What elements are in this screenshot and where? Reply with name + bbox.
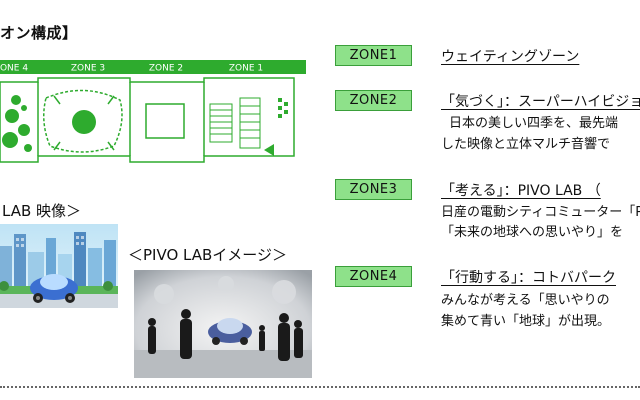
- plan-zone1-label: ZONE 1: [229, 64, 263, 74]
- zone1-badge: ZONE1: [335, 45, 412, 66]
- zone3-desc-line1: 日産の電動シティコミューター「PIVO: [441, 205, 640, 220]
- pivo-lab-image: [134, 270, 312, 378]
- lab-video-caption: LAB 映像＞: [2, 202, 82, 220]
- visitor-silhouettes: [148, 309, 303, 361]
- plan-zone3-dome: [43, 89, 123, 153]
- pivo-lab-image-caption: ＜PIVO LABイメージ＞: [128, 246, 287, 264]
- plan-zone1-seating: [209, 97, 261, 149]
- plan-zone3-label: ZONE 3: [71, 64, 105, 74]
- bottom-divider: [0, 386, 640, 388]
- zone2-title: 「気づく」：スーパーハイビジョ: [441, 94, 640, 110]
- zone2-desc-line1: 日本の美しい四季を、最先端: [449, 116, 619, 131]
- zone2-desc-line2: した映像と立体マルチ音響で: [441, 137, 611, 152]
- zone-floor-plan: ONE 4 ZONE 3 ZONE 2 ZONE 1: [0, 60, 306, 163]
- zone3-title: 「考える」：PIVO LAB （: [441, 183, 601, 199]
- section-title: オン構成】: [0, 24, 78, 42]
- zone4-desc-line1: みんなが考える「思いやりの: [441, 293, 610, 308]
- plan-outline: [0, 77, 295, 163]
- plan-header-bar: [0, 60, 306, 74]
- zone2-badge: ZONE2: [335, 90, 412, 111]
- plan-entrance-arrow: [264, 144, 274, 156]
- lab-video-image: [0, 224, 118, 308]
- plan-zone4-label: ONE 4: [0, 64, 28, 74]
- pivo-car-model: [208, 318, 252, 345]
- zone3-desc-line2: 「未来の地球への思いやり」を: [441, 225, 624, 240]
- pivo-car-illustration: [30, 274, 78, 303]
- zone4-badge: ZONE4: [335, 266, 412, 287]
- plan-zone2-label: ZONE 2: [149, 64, 183, 74]
- zone4-desc-line2: 集めて青い「地球」が出現。: [441, 314, 611, 329]
- zone3-badge: ZONE3: [335, 179, 412, 200]
- zone1-title: ウェイティングゾーン: [441, 49, 580, 65]
- zone4-title: 「行動する」：コトバパーク: [441, 270, 616, 286]
- plan-zone2-room: [145, 103, 185, 139]
- plan-zone4-globes: [2, 95, 32, 152]
